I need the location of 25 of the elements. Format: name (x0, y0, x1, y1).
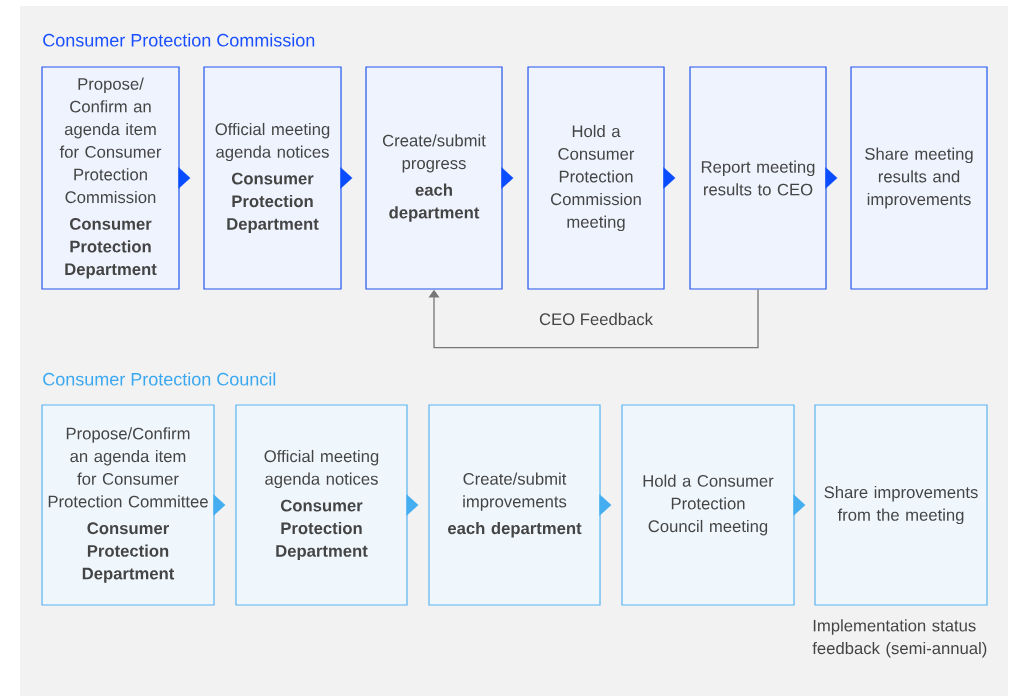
arrow (793, 494, 806, 516)
process-box: Hold a Consumer Protection Commission meeting (527, 66, 665, 290)
process-box: Create/submit progress each department (365, 66, 503, 290)
arrow (340, 167, 353, 189)
section-heading: Consumer Protection Commission (43, 33, 315, 47)
note-text: Implementation status feedback (semi-annual) (812, 619, 987, 658)
arrow (428, 288, 759, 349)
process-box: Report meeting results to CEO (689, 66, 827, 290)
process-box: Propose/Confirm an agenda item for Consumer Protection Committee Consumer Protection Department (41, 404, 215, 606)
process-box: Hold a Consumer Protection Council meeting (621, 404, 795, 606)
process-box: Official meeting agenda notices Consumer Protection Department (203, 66, 342, 290)
process-box: Share improvements from the meeting (814, 404, 988, 606)
arrow (501, 167, 514, 189)
arrow (213, 494, 226, 516)
arrow (406, 494, 419, 516)
edge-label: CEO Feedback (539, 312, 653, 326)
process-box: Propose/ Confirm an agenda item for Consumer Protection Commission Consumer Protection Department (41, 66, 180, 290)
section-heading: Consumer Protection Council (43, 372, 276, 386)
process-box: Official meeting agenda notices Consumer Protection Department (235, 404, 408, 606)
arrow (599, 494, 612, 516)
arrow (178, 167, 191, 189)
arrow (663, 167, 676, 189)
process-box: Share meeting results and improvements (850, 66, 988, 290)
process-box: Create/submit improvements each department (428, 404, 601, 606)
arrow (825, 167, 838, 189)
